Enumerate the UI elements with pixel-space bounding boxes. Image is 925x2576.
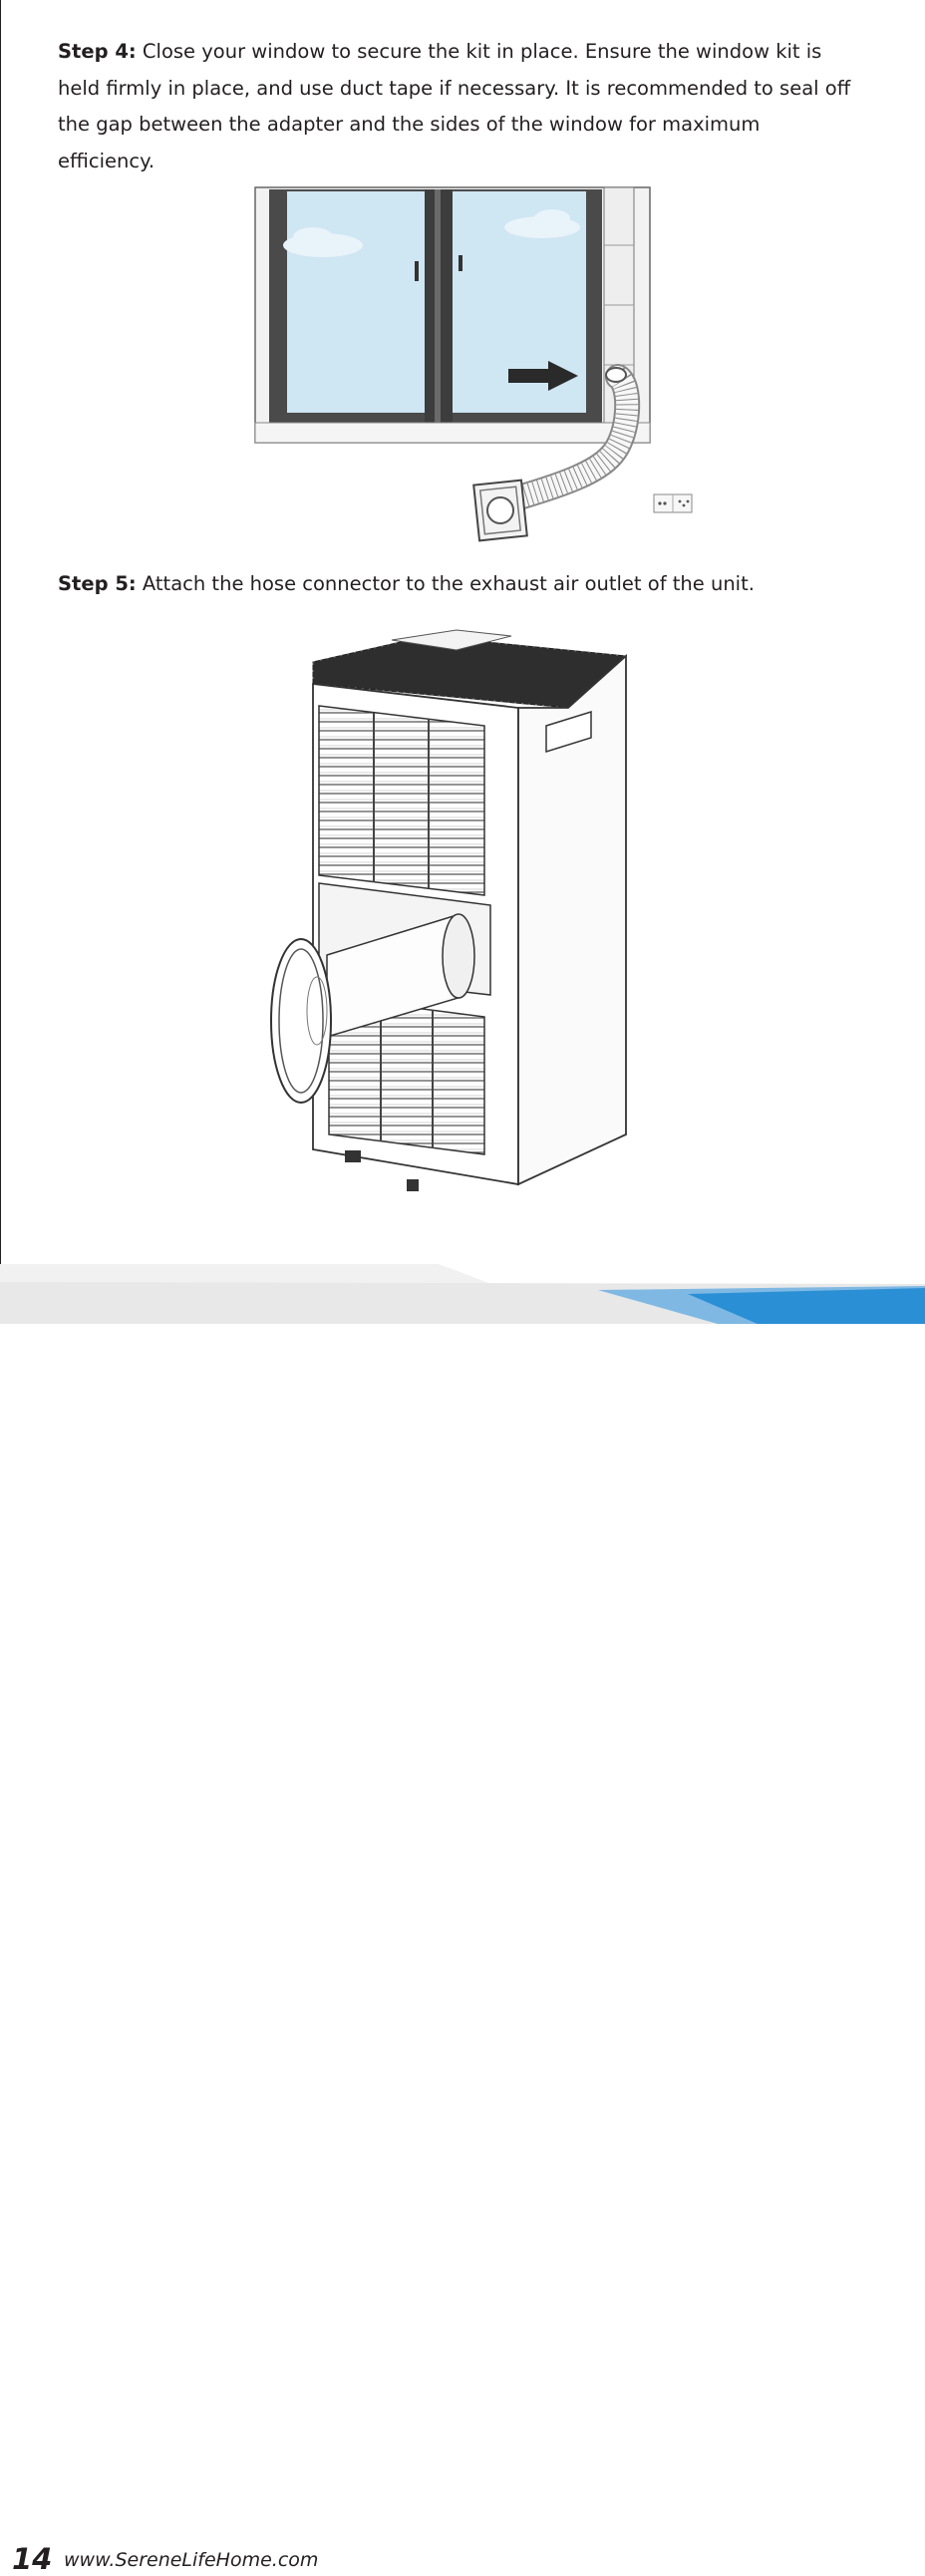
step-4-text: Close your window to secure the kit in p… bbox=[58, 40, 851, 172]
step-4-paragraph: Step 4: Close your window to secure the … bbox=[58, 34, 860, 179]
step-5-text: Attach the hose connector to the exhaust… bbox=[136, 572, 755, 595]
page-footer: 14 www.SereneLifeHome.com bbox=[0, 1264, 925, 2576]
page-number: 14 bbox=[12, 2542, 53, 2576]
ac-unit-illustration bbox=[270, 629, 628, 1191]
window-kit-illustration bbox=[254, 186, 693, 542]
step-5-label: Step 5: bbox=[58, 572, 137, 595]
footer-band-graphic bbox=[0, 1264, 925, 1324]
page-left-border bbox=[0, 0, 1, 1324]
footer-website-url: www.SereneLifeHome.com bbox=[64, 2549, 319, 2571]
step-4-label: Step 4: bbox=[58, 40, 137, 63]
step-5-paragraph: Step 5: Attach the hose connector to the… bbox=[58, 566, 860, 603]
